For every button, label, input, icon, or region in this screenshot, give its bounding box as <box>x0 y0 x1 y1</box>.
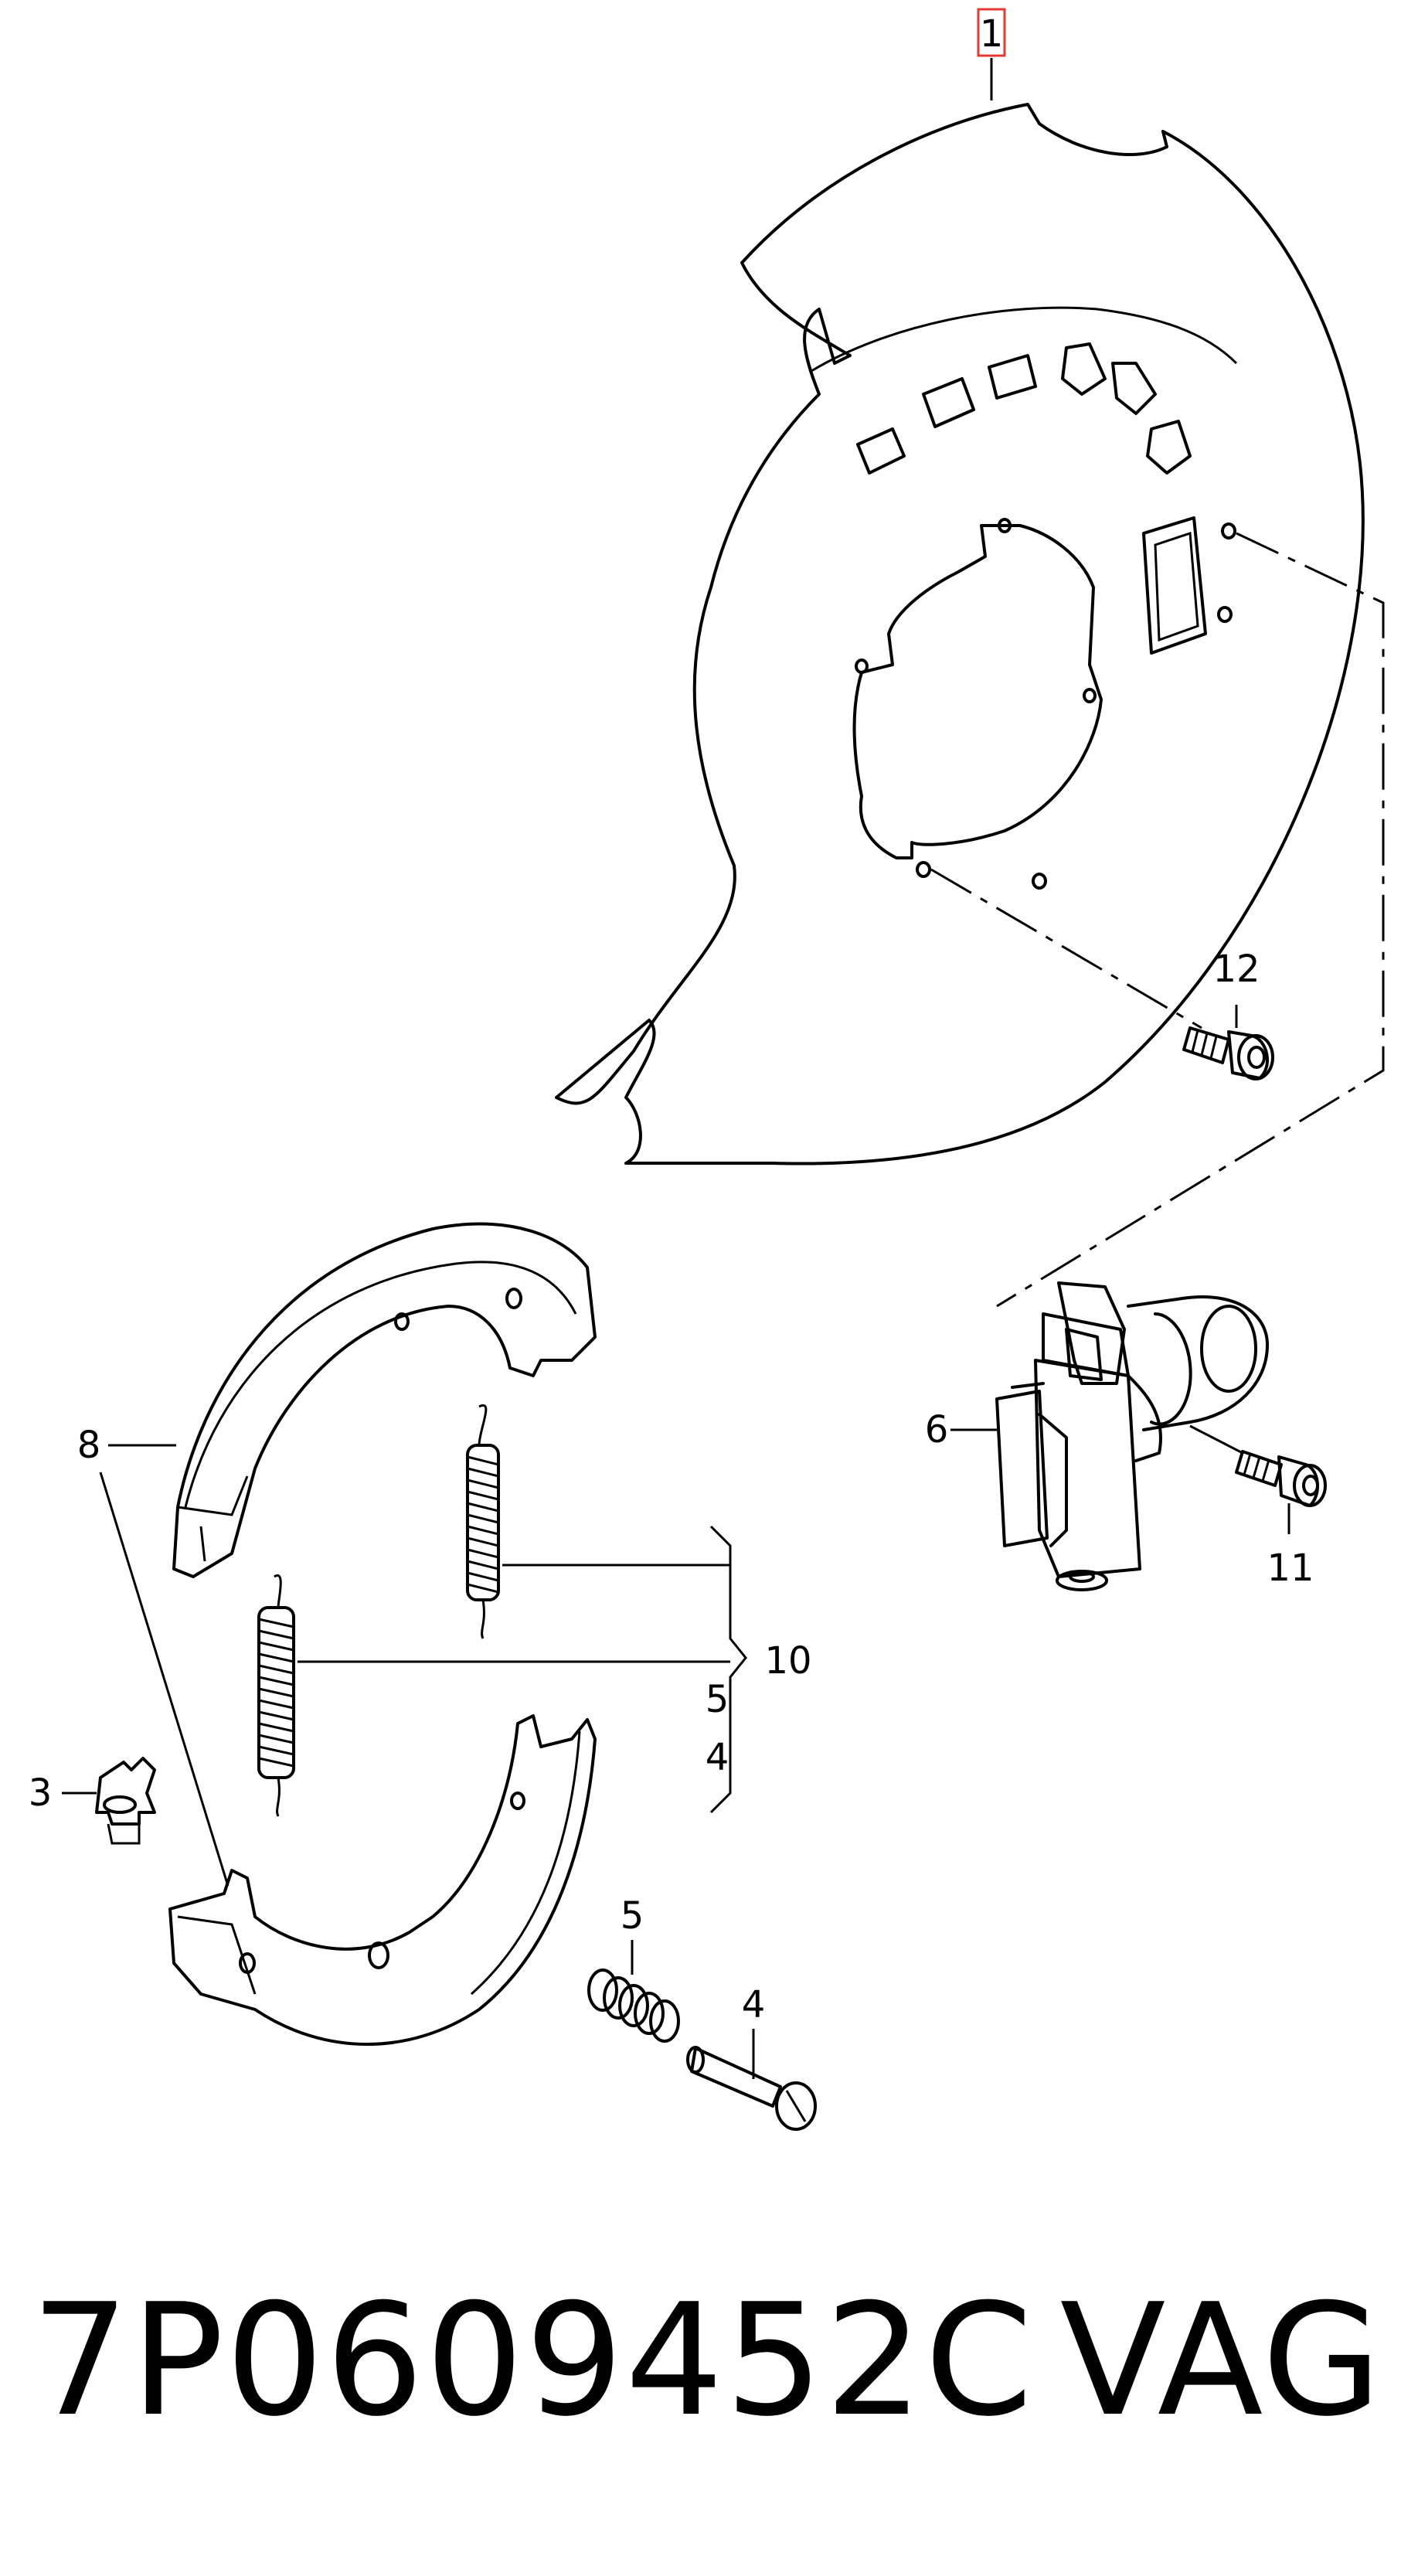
callout-1: 1 <box>980 12 1004 56</box>
brand-name: VAG <box>1059 2271 1383 2451</box>
callout-3: 3 <box>29 1771 53 1815</box>
part-caption: 7P0609452C VAG <box>31 2268 1383 2454</box>
caliper-6 <box>950 1281 1269 1591</box>
callout-6: 6 <box>925 1408 949 1451</box>
alignment-lines <box>930 532 1385 1308</box>
bolt-12 <box>1182 1005 1274 1080</box>
callout-1-box <box>977 8 1006 57</box>
bolt-11 <box>1189 1424 1327 1534</box>
callout-12: 12 <box>1212 948 1260 991</box>
spring-upper <box>466 1404 500 1639</box>
spring-lower <box>257 1574 295 1817</box>
brake-shoe-lower <box>168 1714 597 2046</box>
brake-shoe-upper <box>172 1222 597 1578</box>
adjuster-3 <box>62 1757 156 1845</box>
callout-11: 11 <box>1267 1547 1314 1590</box>
backing-plate <box>555 103 1365 1165</box>
callout-8: 8 <box>77 1424 101 1467</box>
callout-4: 4 <box>742 1983 766 2026</box>
callout-10: 10 <box>764 1639 811 1683</box>
callout-5: 5 <box>621 1894 644 1938</box>
part-number: 7P0609452C <box>31 2271 1035 2451</box>
spring-5 <box>587 1940 680 2043</box>
callout-labels: 1 12 6 11 8 10 5 4 3 5 4 <box>29 8 1314 2026</box>
callout-5-group: 5 <box>706 1678 729 1721</box>
leader-lines <box>99 58 993 1887</box>
exploded-parts-diagram: 1 12 6 11 8 10 5 4 3 5 4 <box>29 8 1385 2131</box>
callout-4-group: 4 <box>706 1736 729 1779</box>
pin-4 <box>686 2029 817 2131</box>
